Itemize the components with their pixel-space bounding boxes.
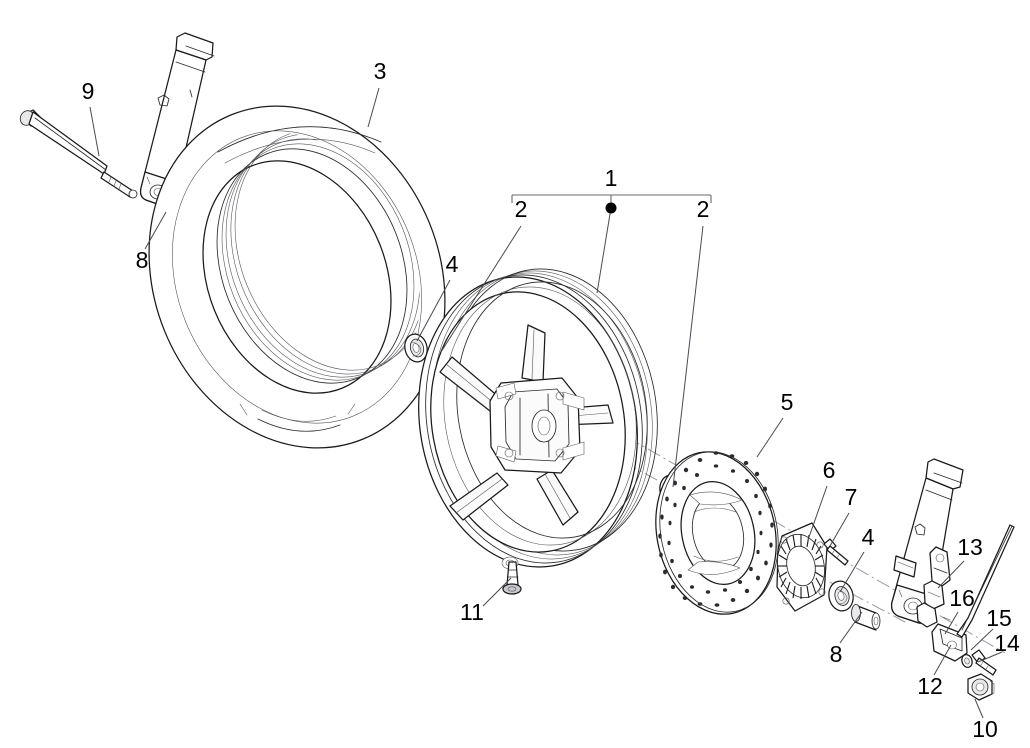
- leader-9: [89, 106, 100, 157]
- leader-13: [937, 560, 965, 589]
- leader-16: [944, 611, 959, 635]
- disc-holes-outer: [658, 451, 774, 607]
- callout-4a: 4: [446, 251, 459, 277]
- axle-spacer-right: [851, 604, 881, 631]
- callout-10: 10: [972, 716, 998, 742]
- callout-16: 16: [949, 585, 975, 611]
- leader-8-left: [144, 211, 167, 250]
- leader-6: [807, 485, 828, 541]
- callout-12: 12: [917, 673, 943, 699]
- sensor-bolt: [971, 649, 997, 676]
- oil-seal-left-a: [404, 333, 428, 363]
- front-axle: [19, 109, 138, 199]
- brake-disc: [655, 451, 779, 615]
- callout-13: 13: [957, 534, 983, 560]
- callout-1: 1: [605, 165, 618, 191]
- tone-ring-teeth: [778, 534, 824, 599]
- rim-spokes: [439, 324, 614, 526]
- callout-11: 11: [460, 599, 484, 625]
- callout-5: 5: [781, 389, 794, 415]
- group-anchor-dot: [605, 202, 617, 214]
- leader-8-right: [839, 611, 863, 644]
- callout-7: 7: [845, 484, 858, 510]
- callout-8a: 8: [136, 247, 149, 273]
- leader-14: [977, 651, 1003, 663]
- leader-3: [367, 87, 380, 128]
- callout-2a: 2: [515, 196, 528, 222]
- callout-4b: 4: [862, 524, 875, 550]
- leader-2-right: [672, 225, 704, 488]
- callout-8b: 8: [830, 641, 843, 667]
- tone-ring: [776, 522, 828, 612]
- callout-15: 15: [986, 605, 1012, 631]
- callout-2b: 2: [697, 196, 710, 222]
- leader-1: [596, 207, 612, 294]
- leader-12: [933, 644, 952, 676]
- leader-7: [829, 512, 850, 547]
- leader-10: [974, 698, 984, 719]
- leader-2-left: [440, 225, 522, 353]
- leader-lines: [89, 87, 1003, 719]
- callout-numbers: 1 2 2 3 4 4 5 6 7 8 8 9 10 11 12 13 14 1…: [82, 58, 1020, 742]
- leader-5: [756, 417, 784, 458]
- callout-14: 14: [994, 630, 1020, 656]
- wheel-rim: [418, 268, 658, 570]
- callout-3: 3: [374, 58, 387, 84]
- group-bracket: [511, 194, 712, 203]
- tire: [148, 105, 446, 449]
- leader-4-right: [839, 551, 865, 593]
- oil-seal-right: [828, 580, 854, 612]
- leader-15: [970, 628, 994, 651]
- abs-sensor: [931, 524, 1015, 662]
- callout-6: 6: [823, 457, 836, 483]
- abs-sensor-bracket: [916, 546, 951, 628]
- sensor-washer: [961, 654, 973, 668]
- leader-11: [482, 577, 512, 607]
- wheel-hub: [489, 377, 585, 474]
- tone-ring-screw: [823, 538, 849, 566]
- callout-9: 9: [82, 78, 95, 104]
- sensor-nut: [967, 673, 995, 701]
- disc-holes-inner: [667, 464, 763, 594]
- leader-4-left: [416, 279, 451, 342]
